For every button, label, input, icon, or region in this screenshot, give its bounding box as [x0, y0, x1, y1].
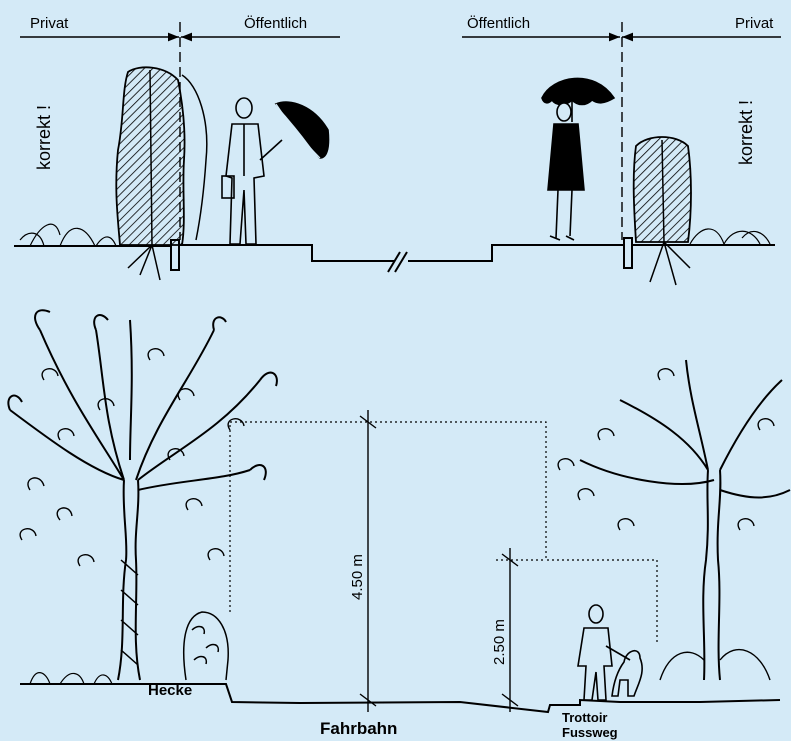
dimension-lines	[360, 410, 518, 712]
sidewalk-label-1: Trottoir	[562, 711, 608, 724]
hedge-bush-icon	[184, 612, 229, 680]
right-public-label: Öffentlich	[467, 16, 530, 31]
road-profile	[20, 673, 780, 712]
left-tree-icon	[8, 310, 277, 680]
right-correct-note: korrekt !	[737, 79, 757, 165]
road-height-label: 4.50 m	[350, 540, 368, 600]
person-with-dog-icon	[578, 605, 642, 700]
left-private-label: Privat	[30, 16, 68, 31]
sidewalk-label-2: Fussweg	[562, 726, 618, 739]
right-tree-icon	[558, 360, 790, 680]
hedge-label: Hecke	[148, 683, 192, 698]
sidewalk-height-label: 2.50 m	[492, 605, 510, 665]
road-label: Fahrbahn	[320, 720, 397, 737]
right-private-label: Privat	[735, 16, 773, 31]
right-curb-post	[624, 238, 632, 268]
left-public-label: Öffentlich	[244, 16, 307, 31]
left-correct-note: korrekt !	[35, 84, 55, 170]
woman-with-umbrella-icon	[542, 78, 614, 240]
man-with-umbrella-icon	[222, 98, 329, 244]
